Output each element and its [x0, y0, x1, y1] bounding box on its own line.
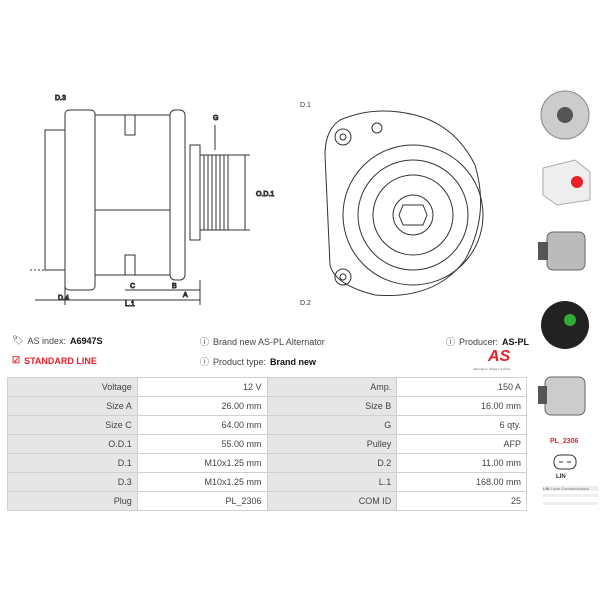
product-type-value: Brand new — [270, 356, 317, 367]
spec-label: O.D.1 — [7, 434, 138, 454]
standard-line: ☑STANDARD LINE — [12, 355, 97, 366]
line-label: STANDARD LINE — [24, 355, 97, 366]
info-icon: ⓘ — [200, 357, 210, 367]
spec-value: 26.00 mm — [136, 396, 268, 416]
label-d4: D.4 — [58, 295, 69, 302]
logo-subtitle: Alternators, Starters & Parts — [473, 367, 511, 371]
info-icon: ⓘ — [446, 337, 456, 347]
spec-label: D.3 — [7, 472, 138, 492]
side-view-drawing: D.3 G O.D.1 D.4 C B A L.1 — [30, 95, 275, 309]
as-index-value: A6947S — [69, 335, 103, 346]
spec-label: G — [266, 415, 398, 435]
as-index-label: AS index: — [27, 335, 66, 346]
spec-label: Size C — [7, 415, 138, 435]
spec-label: Size B — [266, 396, 398, 416]
label-d3: D.3 — [55, 95, 66, 102]
plug-type: LIN — [556, 474, 566, 480]
label-c: C — [130, 283, 135, 290]
description-text: Brand new AS-PL Alternator — [213, 336, 325, 347]
legend-divider — [543, 502, 598, 505]
as-index: 🏷AS index:A6947S — [12, 335, 103, 346]
check-square-icon: ☑ — [12, 355, 21, 365]
label-l1: L.1 — [125, 301, 135, 308]
product-photo-box[interactable] — [535, 150, 595, 210]
label-a: A — [183, 292, 188, 299]
spec-value: M10x1.25 mm — [136, 472, 268, 492]
producer-value: AS-PL — [502, 336, 530, 347]
spec-label: D.1 — [7, 453, 138, 473]
legend-divider — [543, 494, 598, 497]
legend-key: LIN — [543, 486, 550, 491]
spec-value: 150 A — [396, 377, 527, 397]
spec-label: COM ID — [266, 491, 398, 511]
spec-value: 16.00 mm — [396, 396, 527, 416]
plug-legend: LIN Local Communication — [543, 486, 598, 491]
spec-value: 6 qty. — [396, 415, 527, 435]
spec-label: Size A — [7, 396, 138, 416]
product-photo-front[interactable] — [535, 85, 595, 145]
label-b: B — [172, 283, 177, 290]
spec-label: D.2 — [266, 453, 398, 473]
product-type-label: Product type: — [213, 356, 267, 367]
plug-connector-icon — [553, 454, 577, 470]
legend-desc: Local Communication — [550, 486, 590, 491]
spec-label: Pulley — [266, 434, 398, 454]
spec-value: PL_2306 — [136, 491, 268, 511]
spec-value: 12 V — [136, 377, 268, 397]
spec-value: M10x1.25 mm — [136, 453, 268, 473]
spec-value: 168.00 mm — [396, 472, 527, 492]
plug-code: PL_2306 — [550, 438, 579, 445]
tags-icon: 🏷 — [12, 335, 24, 345]
spec-value: 11.00 mm — [396, 453, 527, 473]
info-icon: ⓘ — [200, 337, 210, 347]
as-pl-logo: AS — [488, 348, 511, 365]
spec-label: Plug — [7, 491, 138, 511]
producer-label: Producer: — [459, 336, 499, 347]
label-d2: D.2 — [300, 300, 311, 307]
spec-value: 64.00 mm — [136, 415, 268, 435]
spec-value: 25 — [396, 491, 527, 511]
spec-value: 55.00 mm — [136, 434, 268, 454]
label-d1: D.1 — [300, 102, 311, 109]
product-photo-side[interactable] — [535, 220, 595, 280]
label-g: G — [213, 115, 218, 122]
spec-label: L.1 — [266, 472, 398, 492]
spec-label: Voltage — [7, 377, 138, 397]
spec-label: Amp. — [266, 377, 398, 397]
product-photo-rear[interactable] — [535, 295, 595, 355]
label-od1: O.D.1 — [256, 191, 274, 198]
front-view-drawing: D.1 D.2 — [300, 102, 484, 307]
product-photo-plug-side[interactable] — [535, 372, 595, 432]
spec-value: AFP — [396, 434, 527, 454]
